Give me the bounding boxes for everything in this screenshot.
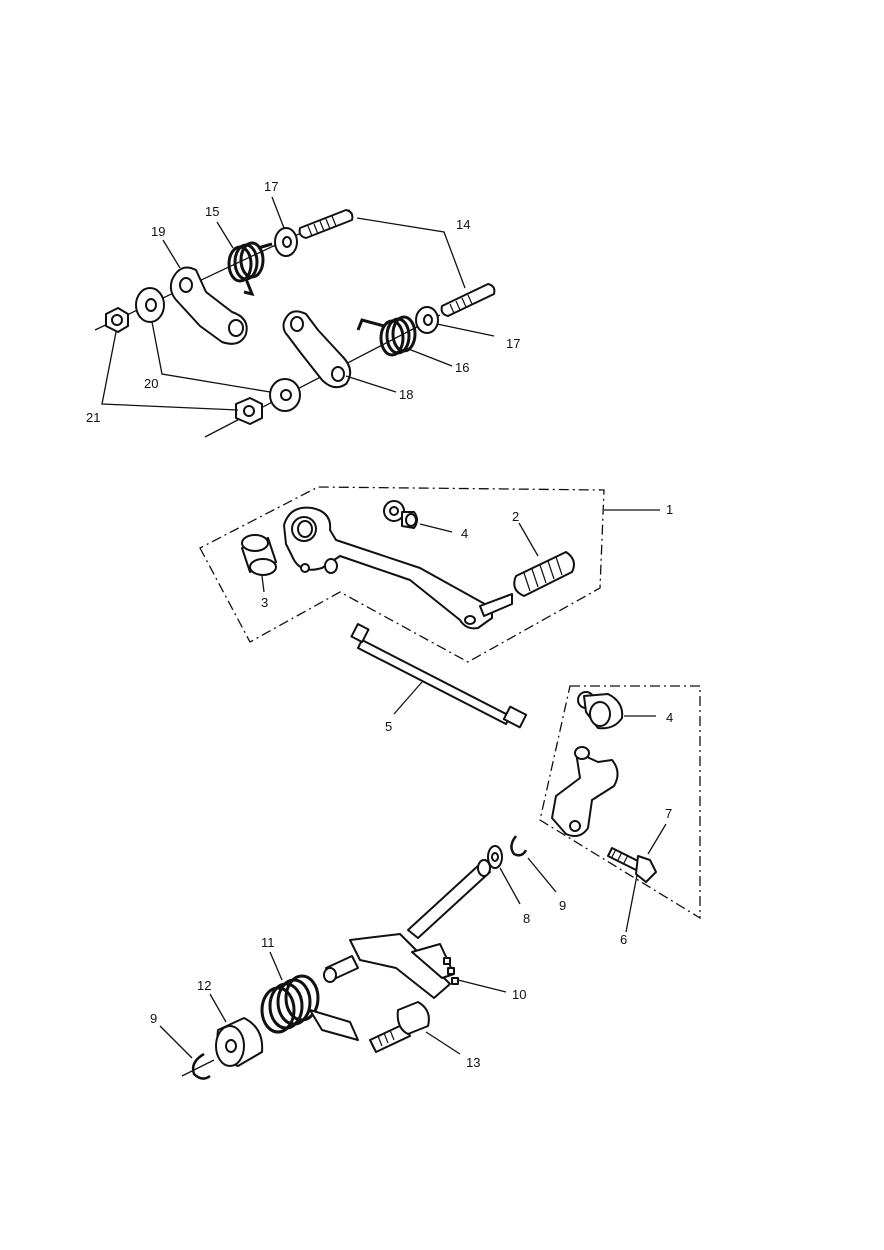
callout-9-upper: 9 [559,898,566,913]
leader-4a [419,523,453,533]
return-spring-11 [260,974,359,1041]
callout-labels: 1 2 3 4 4 5 6 7 8 9 9 10 11 12 13 14 15 … [86,179,673,1070]
leader-9a [527,857,557,893]
callout-15: 15 [205,204,219,219]
lever-arm-18 [282,310,352,389]
leader-12 [209,993,227,1023]
leader-17a [271,196,285,229]
circlip-9-upper [510,835,528,857]
callout-20: 20 [144,376,158,391]
callout-16: 16 [455,360,469,375]
leader-7 [647,823,667,855]
leader-2 [518,522,539,557]
leader-20 [151,321,271,393]
callout-11: 11 [261,935,275,950]
bolt-13 [369,1001,430,1053]
callout-2: 2 [512,509,519,524]
leader-16 [405,347,453,367]
bush-12 [215,1017,264,1067]
leader-13 [425,1031,461,1055]
callout-4-upper: 4 [461,526,468,541]
leader-19 [162,239,181,269]
washer-lower [269,378,301,412]
leader-15 [216,221,234,249]
callout-6: 6 [620,932,627,947]
leader-17b [436,323,495,337]
callout-14: 14 [456,217,470,232]
callout-18: 18 [399,387,413,402]
cross-shaft-10 [323,859,491,999]
torsion-spring-16 [356,315,417,357]
leader-9b [159,1025,193,1059]
leader-18 [345,375,397,393]
lower-axis-line-2 [181,1059,215,1077]
bolt-7 [607,847,657,883]
callout-13: 13 [466,1055,480,1070]
brake-pedal-assembly [199,486,660,663]
callout-10: 10 [512,987,526,1002]
leader-21 [101,331,239,411]
brake-arm [551,746,619,837]
callout-17-upper: 17 [264,179,278,194]
nut-lower [235,397,263,425]
leader-3 [261,575,265,593]
torsion-spring-15 [227,241,273,297]
washer-17-upper [274,227,298,257]
leader-10 [457,979,507,993]
callout-8: 8 [523,911,530,926]
callout-19: 19 [151,224,165,239]
callout-17-lower: 17 [506,336,520,351]
brake-rod-5 [350,623,528,729]
washer-upper [135,287,165,323]
leader-5 [393,681,423,715]
callout-5: 5 [385,719,392,734]
callout-12: 12 [197,978,211,993]
pivot-pin-14-lower [440,283,496,317]
leader-14 [356,217,466,289]
linkage-assembly [94,196,496,438]
leader-6 [625,869,639,933]
assembly-boundary-1 [199,486,605,663]
pedal-rubber-2 [513,551,575,597]
pivot-pin-14-upper [298,209,354,239]
lever-arm-19 [169,266,248,345]
nut-upper [105,307,129,333]
callout-4-lower: 4 [666,710,673,725]
circlip-9-lower [191,1052,211,1080]
callout-3: 3 [261,595,268,610]
assembly-boundary-6 [539,685,701,920]
washer-17-lower [415,306,439,334]
bush-3 [241,534,277,576]
leader-11 [269,951,283,981]
brake-pedal-lever [283,506,513,630]
leader-8 [499,867,521,905]
callout-9-lower: 9 [150,1011,157,1026]
callout-21: 21 [86,410,100,425]
clevis-4-upper [383,500,418,529]
clevis-4-lower [577,691,624,730]
washer-8 [487,845,503,869]
brake-lever-assembly [159,685,701,1080]
callout-1: 1 [666,502,673,517]
callout-7: 7 [665,806,672,821]
